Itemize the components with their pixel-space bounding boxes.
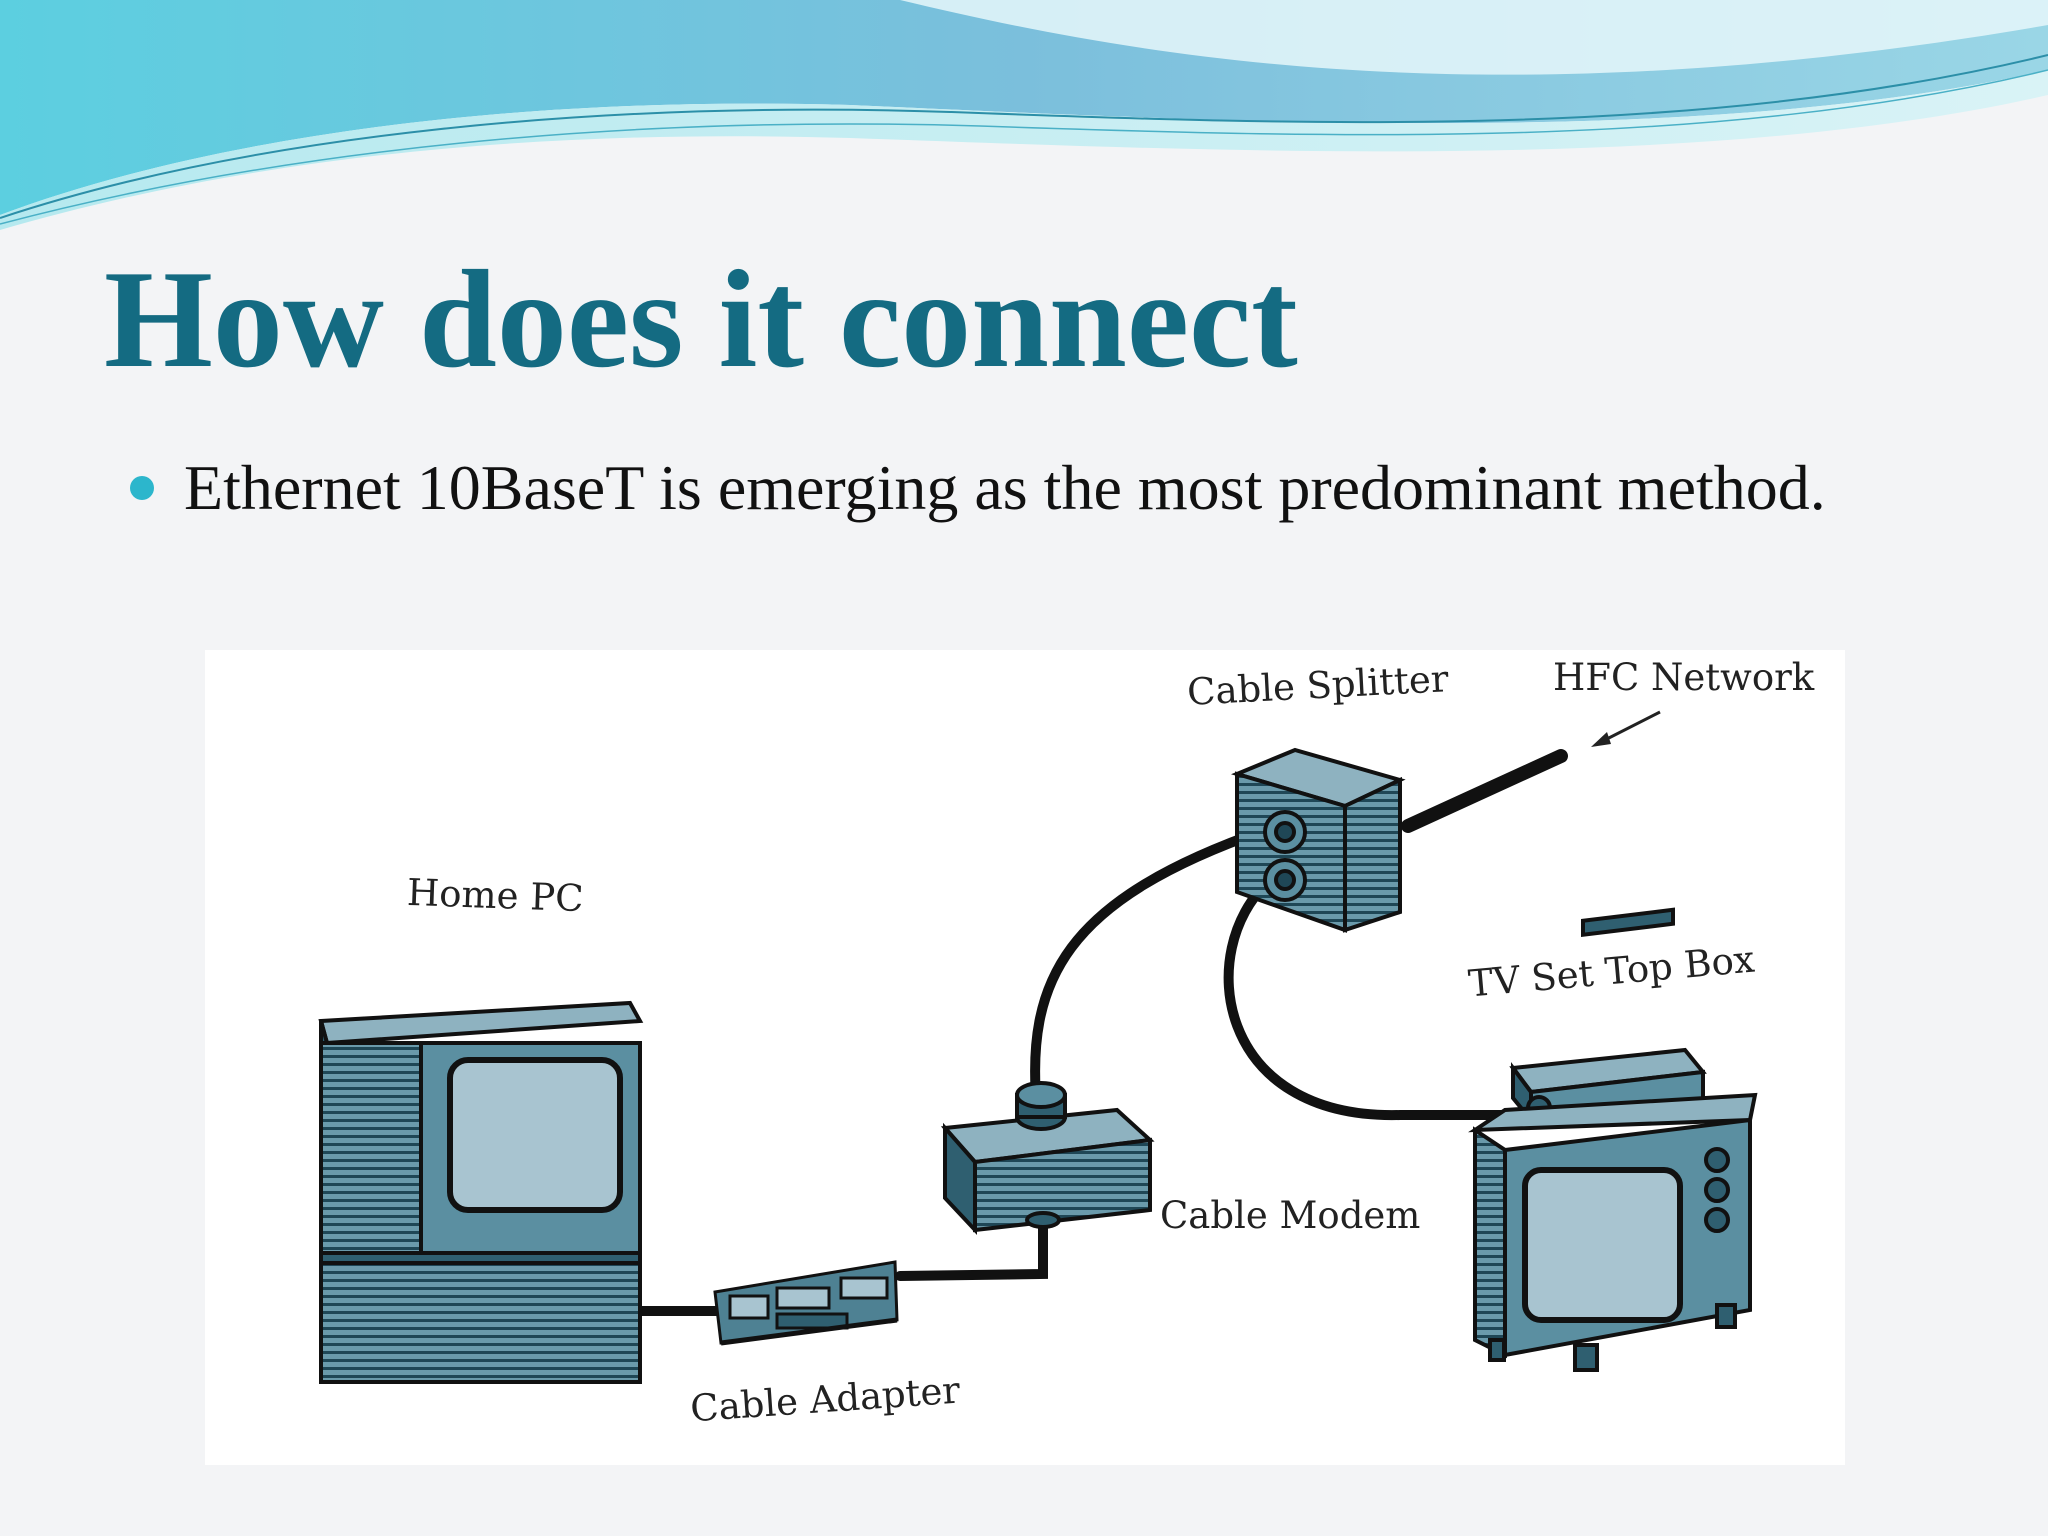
- cable-hfc-network: [1401, 749, 1568, 833]
- cables: [635, 749, 1568, 1316]
- cable-modem-illustration: [940, 1081, 1155, 1236]
- cable-adapter-illustration: [713, 1260, 899, 1346]
- diagram-drawing: [318, 710, 1758, 1384]
- cable-splitter-illustration: [1231, 747, 1406, 933]
- cable-modem-to-splitter: [1030, 825, 1270, 1115]
- hfc-arrow-icon: [1591, 710, 1661, 747]
- tv-set-top-box-illustration: [1468, 907, 1758, 1372]
- slide-title: How does it connect: [104, 242, 1298, 397]
- cable-adapter-to-modem: [895, 1205, 1048, 1281]
- label-home-pc: Home PC: [406, 870, 585, 921]
- label-cable-modem: Cable Modem: [1160, 1194, 1421, 1237]
- header-wave-decoration: [0, 0, 2048, 230]
- bullet-text: Ethernet 10BaseT is emerging as the most…: [184, 452, 1826, 523]
- bullet-item: Ethernet 10BaseT is emerging as the most…: [130, 448, 1925, 528]
- cable-splitter-to-settop: [1223, 877, 1530, 1121]
- label-hfc-network: HFC Network: [1553, 656, 1815, 699]
- home-pc-illustration: [318, 1000, 644, 1384]
- bullet-dot-icon: [130, 476, 154, 500]
- network-diagram: Home PC Cable Adapter Cable Modem Cable …: [205, 650, 1845, 1465]
